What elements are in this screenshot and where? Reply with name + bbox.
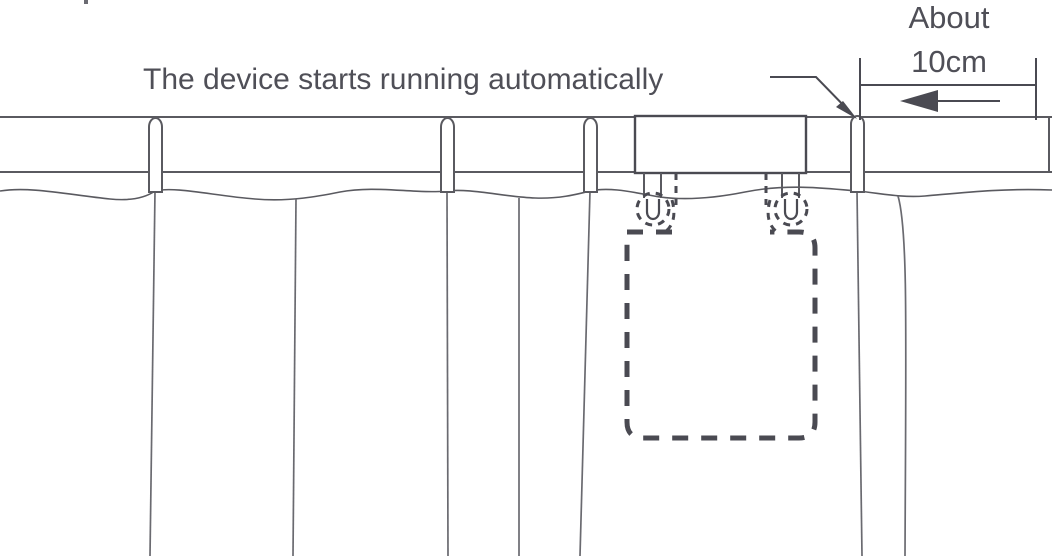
curtain-ring [583, 117, 598, 193]
dimension-label-line2: 10cm [911, 44, 987, 79]
image-artifact-speck [84, 0, 88, 4]
clearance-corner-curve-left [664, 199, 676, 234]
curtain-pleat [579, 190, 591, 556]
hook-highlight-circle [635, 191, 671, 227]
curtain-rod [0, 116, 1052, 173]
curtain-robot-device[interactable] [633, 114, 808, 175]
curtain-rings [148, 115, 865, 193]
dimension-label-line1: About [908, 0, 989, 35]
device-housing[interactable] [633, 114, 808, 175]
annotation-leader [770, 76, 857, 119]
leader-arrowhead [836, 101, 857, 119]
dimension-about-10cm [859, 58, 1037, 120]
curtain-ring [148, 117, 163, 193]
curtain-pleat [856, 190, 863, 556]
hook-loop [783, 199, 799, 221]
hook-loop [645, 199, 661, 221]
curtain-pleat [446, 190, 449, 556]
curtain-hooks [635, 173, 809, 227]
curtain-pleat [292, 198, 297, 556]
clearance-corner-curve-right [766, 199, 778, 234]
curtain-pleat-edge [897, 195, 907, 556]
curtain-ring [850, 115, 865, 193]
annotation-text: The device starts running automatically [143, 63, 663, 96]
curtain-pleat [149, 190, 156, 556]
clearance-outline [624, 229, 818, 441]
leader-line [770, 76, 852, 114]
curtain-fabric [0, 186, 1052, 556]
hook-highlight-circle [773, 191, 809, 227]
dimension-arrowhead-left [900, 90, 938, 112]
device-clearance-zone [624, 199, 818, 441]
curtain-ring [440, 117, 455, 193]
